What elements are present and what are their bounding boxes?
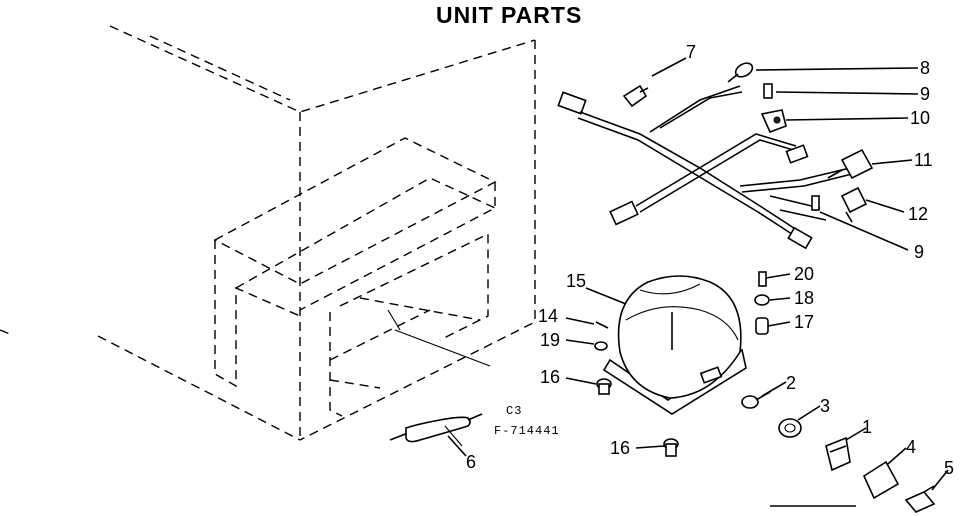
wiring-harness [557,85,853,250]
callout-6: 6 [466,452,476,472]
callout-14: 14 [538,306,558,326]
callout-1: 1 [862,417,872,437]
part-1-clip [825,436,851,472]
part-3-relay [778,418,802,438]
callout-4: 4 [906,437,916,457]
part-9-screw-lower [811,195,820,211]
part-8-connector [727,62,754,83]
callout-3: 3 [820,396,830,416]
callout-20: 20 [794,264,814,284]
diagram-title: UNIT PARTS [436,2,583,28]
part-20-screw [758,271,767,287]
callout-18: 18 [794,288,814,308]
part-5-clamp [904,485,936,513]
callout-15: 15 [566,271,586,291]
part-19-grommet [594,341,608,351]
callout-12: 12 [908,204,928,224]
leader-lines [447,57,949,491]
drawing-code-line-1: C3 [506,404,523,418]
part-12-clamp [840,186,868,223]
part-18-washer [754,294,770,306]
callout-11: 11 [914,150,933,170]
callout-9-top: 9 [920,84,930,104]
callout-8: 8 [920,58,930,78]
callout-7: 7 [686,42,696,62]
callout-16-upper: 16 [540,367,560,387]
part-16-mount-upper [596,378,612,395]
callout-numbers: 1 2 3 4 5 6 7 8 9 10 11 12 9 14 15 16 16… [466,42,954,478]
callout-16-lower: 16 [610,438,630,458]
callout-5: 5 [944,458,954,478]
callout-2: 2 [786,373,796,393]
drawing-code-line-2: F-714441 [494,424,560,438]
callout-10: 10 [910,108,930,128]
part-4-cover [862,460,900,500]
part-6-filter-drier [389,413,483,447]
part-11-plug [827,148,874,180]
part-17-spacer [755,317,769,335]
part-7-clip [622,84,649,108]
part-16-mount-lower [663,438,679,457]
callout-9-lower: 9 [914,242,924,262]
callout-19: 19 [540,330,560,350]
part-15-compressor [602,275,747,415]
part-9-screw-top [763,83,773,99]
part-10-bracket [760,109,787,134]
part-14-clip [595,321,609,329]
callout-17: 17 [794,312,814,332]
cabinet-outline [0,25,536,441]
